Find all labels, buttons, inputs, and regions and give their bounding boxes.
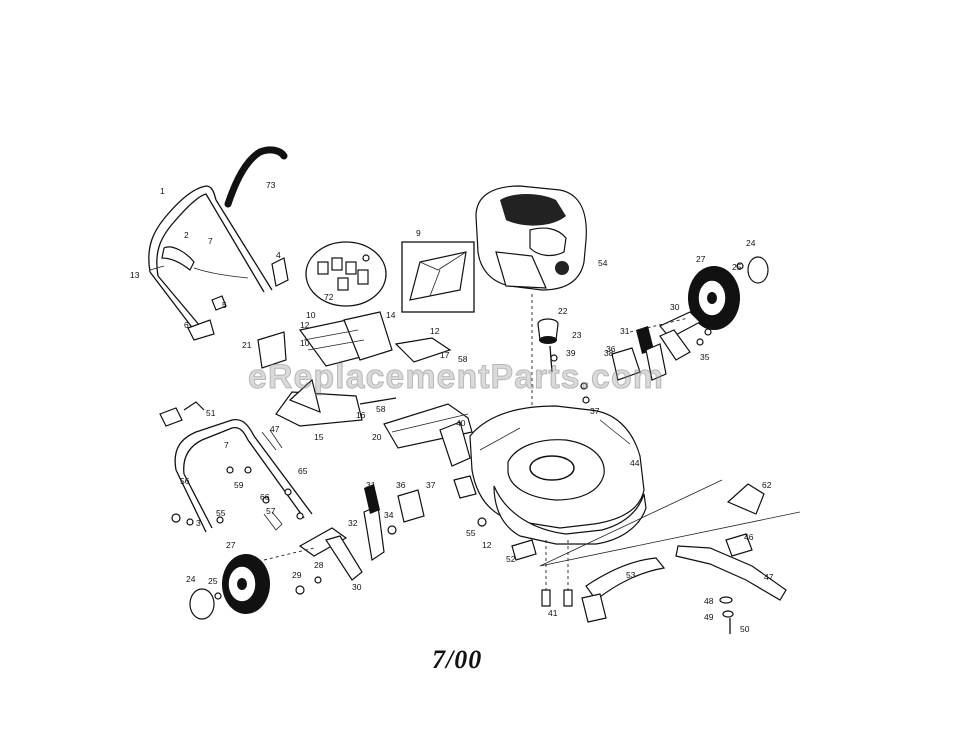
callout-29: 29 bbox=[292, 570, 302, 580]
callout-41: 41 bbox=[548, 608, 558, 618]
callout-62: 62 bbox=[762, 480, 772, 490]
callout-55: 55 bbox=[216, 508, 226, 518]
callout-48: 48 bbox=[704, 596, 714, 606]
watermark: eReplacementParts.com bbox=[248, 358, 664, 397]
callout-27: 27 bbox=[226, 540, 236, 550]
left-wheel-assembly bbox=[189, 484, 425, 620]
callout-38: 38 bbox=[604, 348, 614, 358]
callout-55b: 55 bbox=[466, 528, 476, 538]
callout-51: 51 bbox=[206, 408, 216, 418]
callout-28: 28 bbox=[314, 560, 324, 570]
callout-17: 17 bbox=[440, 350, 450, 360]
callout-35: 35 bbox=[700, 352, 710, 362]
callout-7: 7 bbox=[208, 236, 213, 246]
callout-7b: 7 bbox=[224, 440, 229, 450]
engine bbox=[475, 185, 587, 470]
callout-59: 59 bbox=[234, 480, 244, 490]
callout-47b: 47 bbox=[764, 572, 774, 582]
callout-56: 56 bbox=[180, 476, 190, 486]
callout-46: 46 bbox=[744, 532, 754, 542]
callout-72: 72 bbox=[324, 292, 334, 302]
callout-36b: 36 bbox=[606, 344, 616, 354]
callout-13: 13 bbox=[130, 270, 140, 280]
blade-and-mulch-parts bbox=[539, 479, 801, 634]
callout-58b: 58 bbox=[376, 404, 386, 414]
callout-37b: 37 bbox=[590, 406, 600, 416]
callout-30b: 30 bbox=[670, 302, 680, 312]
callout-31: 31 bbox=[366, 480, 376, 490]
callout-66: 66 bbox=[260, 492, 270, 502]
callout-22: 22 bbox=[558, 306, 568, 316]
callout-9: 9 bbox=[416, 228, 421, 238]
callout-37: 37 bbox=[426, 480, 436, 490]
callout-12b: 12 bbox=[430, 326, 440, 336]
callout-25b: 25 bbox=[732, 262, 742, 272]
callout-50: 50 bbox=[740, 624, 750, 634]
callout-16: 16 bbox=[356, 410, 366, 420]
callout-15: 15 bbox=[314, 432, 324, 442]
callout-25: 25 bbox=[208, 576, 218, 586]
callout-labels: 1 2 7 13 4 5 6 73 72 9 10 12 14 10 12 17… bbox=[130, 180, 774, 634]
callout-10b: 10 bbox=[300, 338, 310, 348]
callout-73: 73 bbox=[266, 180, 276, 190]
callout-31b: 31 bbox=[620, 326, 630, 336]
callout-5: 5 bbox=[222, 300, 227, 310]
callout-21: 21 bbox=[242, 340, 252, 350]
callout-40: 40 bbox=[456, 418, 466, 428]
bag-frame-detail bbox=[401, 241, 475, 313]
callout-52: 52 bbox=[506, 554, 516, 564]
callout-14: 14 bbox=[386, 310, 396, 320]
callout-24b: 24 bbox=[746, 238, 756, 248]
callout-34: 34 bbox=[384, 510, 394, 520]
callout-44: 44 bbox=[630, 458, 640, 468]
lower-handle bbox=[159, 401, 313, 533]
callout-6: 6 bbox=[184, 320, 189, 330]
rear-door-assembly bbox=[257, 311, 452, 369]
deflector-and-rod bbox=[275, 378, 473, 449]
callout-10: 10 bbox=[306, 310, 316, 320]
callout-4: 4 bbox=[276, 250, 281, 260]
handle-grip bbox=[224, 146, 288, 208]
callout-36: 36 bbox=[396, 480, 406, 490]
date-code: 7/00 bbox=[432, 645, 483, 674]
callout-12: 12 bbox=[300, 320, 310, 330]
mower-deck bbox=[439, 405, 647, 607]
callout-47: 47 bbox=[270, 424, 280, 434]
bracket-kit-detail bbox=[305, 241, 387, 307]
callout-30: 30 bbox=[352, 582, 362, 592]
upper-handle bbox=[148, 185, 289, 341]
callout-65: 65 bbox=[298, 466, 308, 476]
callout-39: 39 bbox=[566, 348, 576, 358]
blade-adapter-stack bbox=[537, 318, 559, 373]
callout-27b: 27 bbox=[696, 254, 706, 264]
callout-12c: 12 bbox=[482, 540, 492, 550]
callout-53: 53 bbox=[626, 570, 636, 580]
callout-49: 49 bbox=[704, 612, 714, 622]
callout-23: 23 bbox=[572, 330, 582, 340]
callout-58: 58 bbox=[458, 354, 468, 364]
callout-2: 2 bbox=[184, 230, 189, 240]
right-wheel-assembly bbox=[580, 256, 769, 404]
callout-57: 57 bbox=[266, 506, 276, 516]
callout-32: 32 bbox=[348, 518, 358, 528]
callout-20: 20 bbox=[372, 432, 382, 442]
callout-54: 54 bbox=[598, 258, 608, 268]
callout-3: 3 bbox=[196, 518, 201, 528]
callout-1: 1 bbox=[160, 186, 165, 196]
callout-24: 24 bbox=[186, 574, 196, 584]
